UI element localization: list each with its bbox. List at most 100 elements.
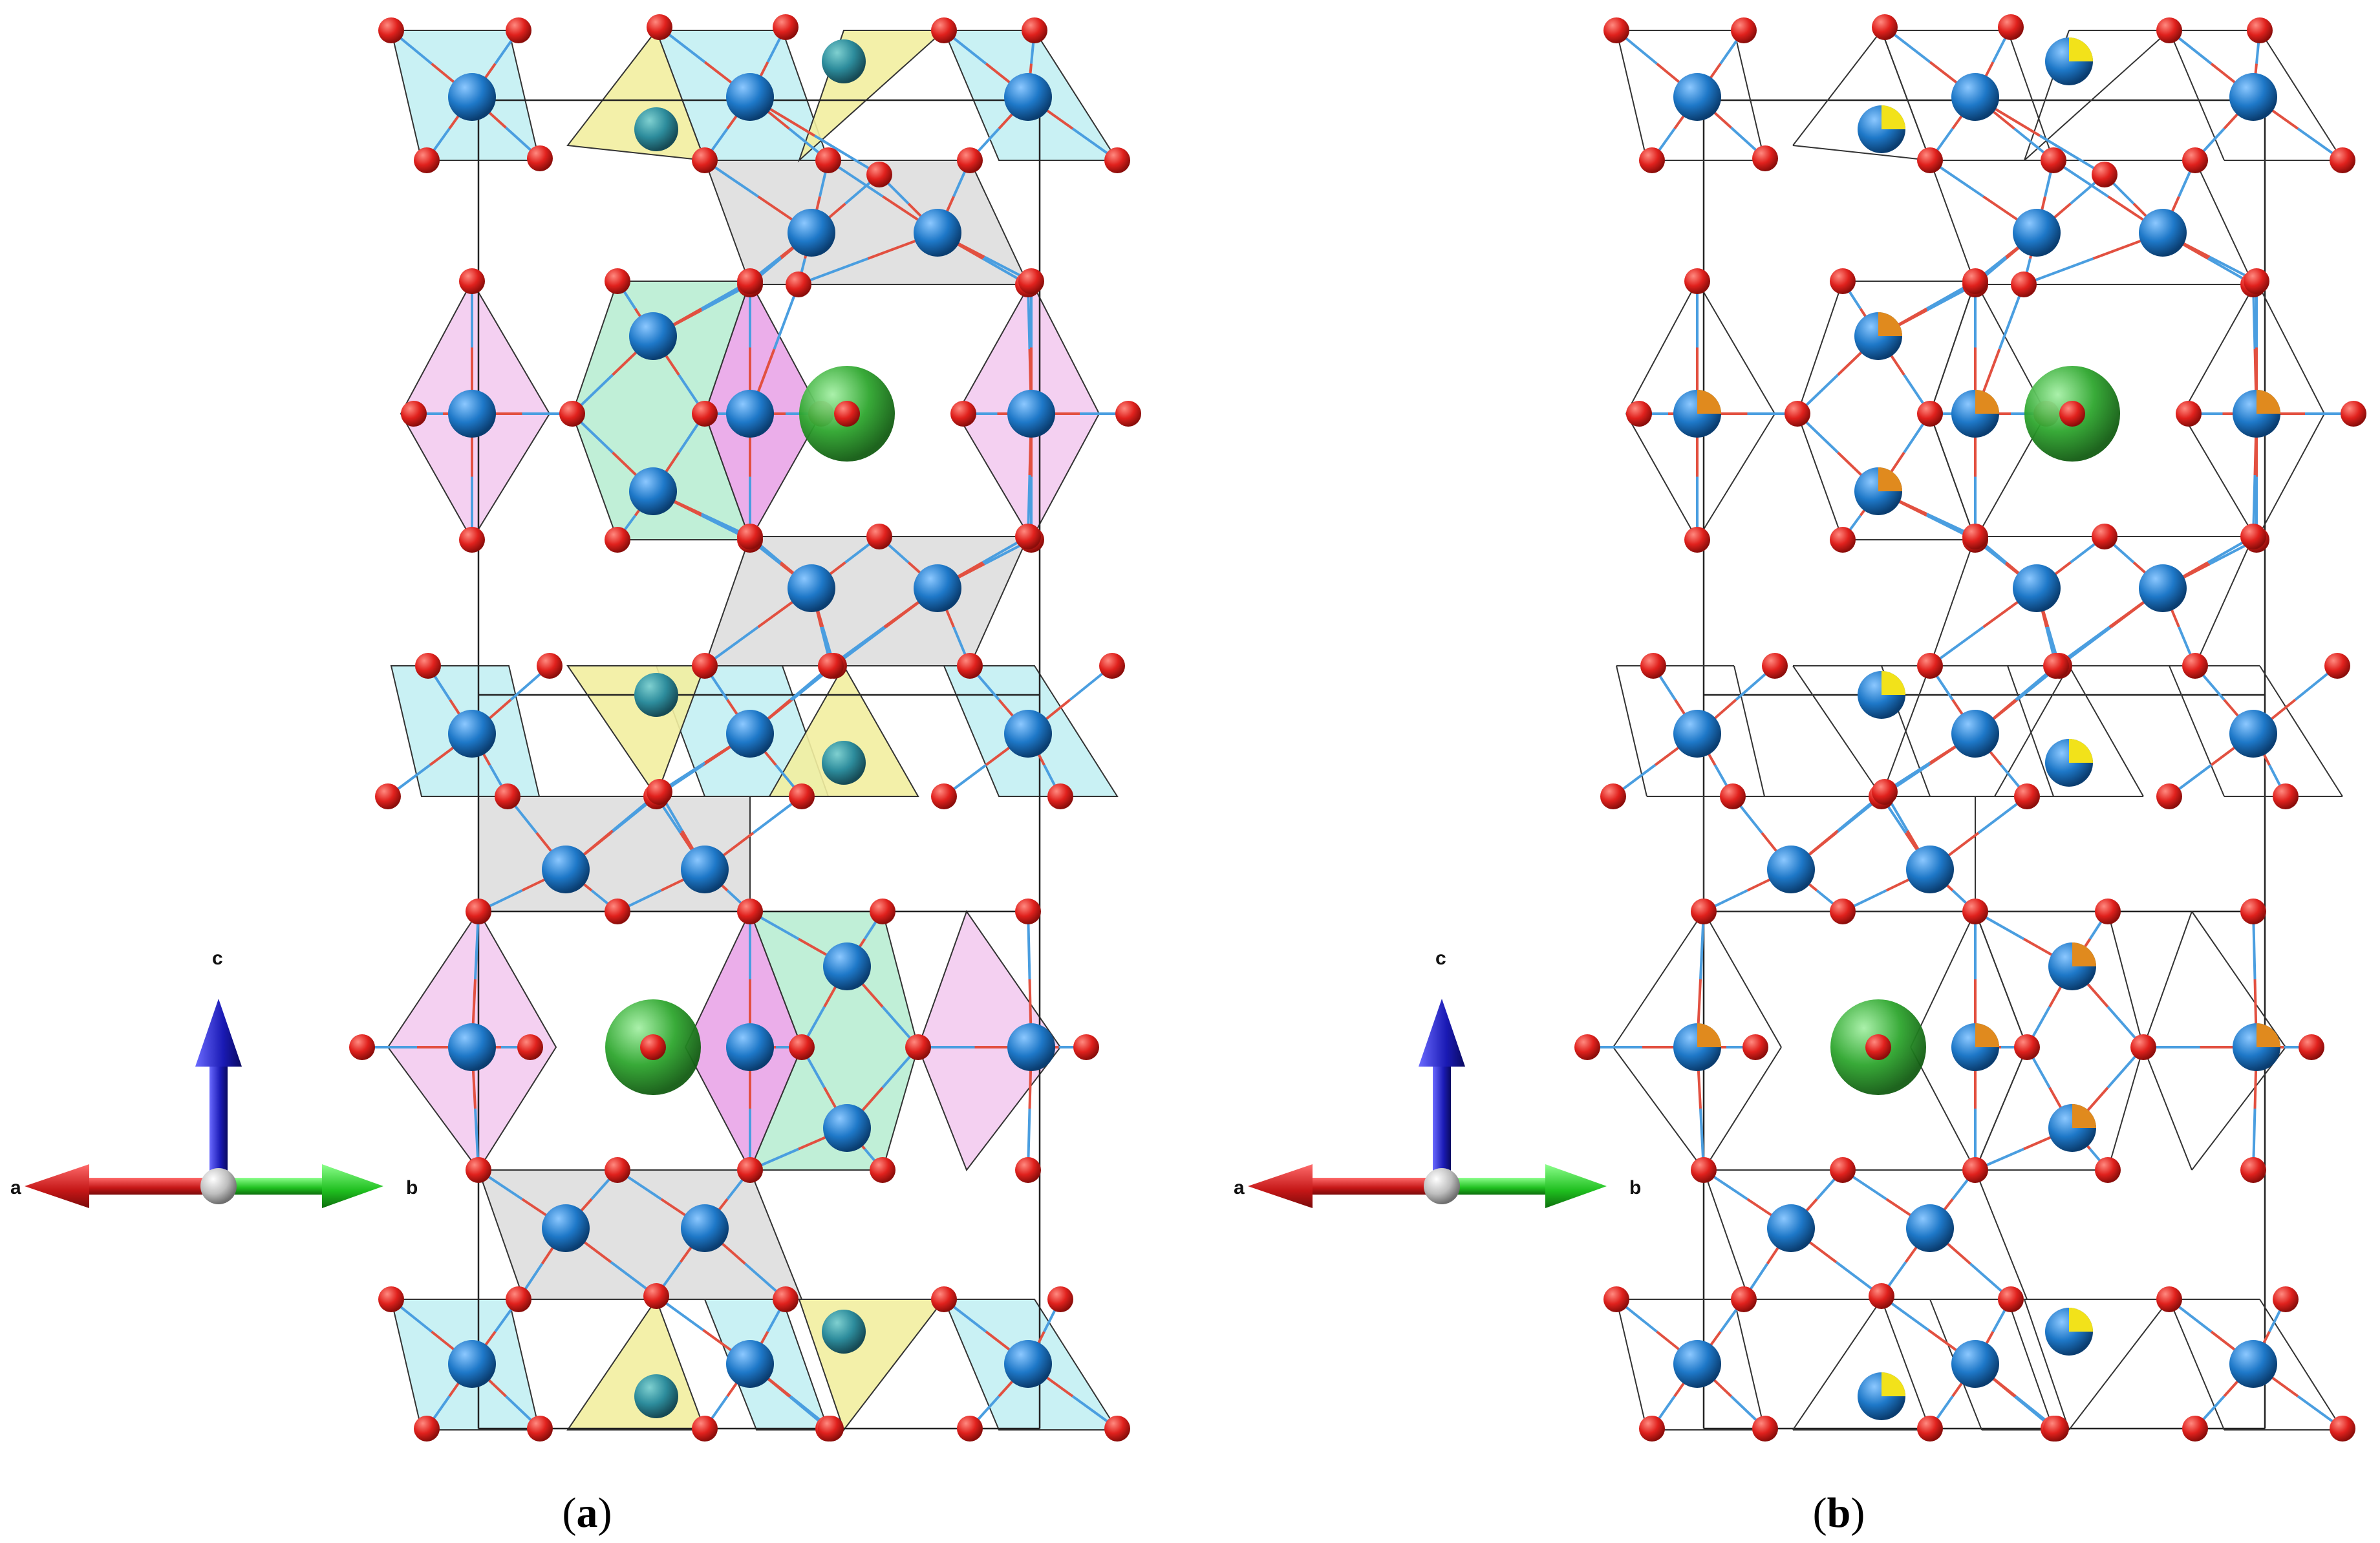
polyhedron-edge bbox=[2169, 30, 2225, 161]
oxygen-atom bbox=[1731, 17, 1757, 43]
oxygen-atom bbox=[1603, 17, 1629, 43]
tetrahedral-atom bbox=[822, 1310, 866, 1354]
oxygen-atom bbox=[2324, 653, 2350, 679]
oxygen-atom bbox=[1639, 147, 1665, 173]
b-axis-arrowhead bbox=[1545, 1164, 1607, 1208]
oxygen-atom bbox=[1762, 653, 1788, 679]
oxygen-atom bbox=[818, 1416, 844, 1442]
partial-occupancy-wedge bbox=[1881, 105, 1905, 129]
metal-atom bbox=[788, 209, 835, 257]
metal-atom bbox=[1007, 390, 1055, 438]
oxygen-atom bbox=[517, 1034, 543, 1060]
oxygen-atom bbox=[957, 653, 983, 679]
metal-atom bbox=[1906, 846, 1954, 893]
oxygen-atom bbox=[773, 14, 799, 40]
oxygen-atom bbox=[378, 1286, 404, 1312]
oxygen-atom bbox=[789, 783, 815, 809]
metal-atom bbox=[914, 564, 961, 612]
oxygen-atom bbox=[459, 527, 485, 553]
oxygen-atom bbox=[1742, 1034, 1768, 1060]
oxygen-atom bbox=[1022, 17, 1047, 43]
oxygen-atom bbox=[737, 1157, 763, 1183]
b-axis-arrow bbox=[219, 1178, 332, 1195]
oxygen-atom bbox=[1639, 1416, 1665, 1442]
metal-atom bbox=[681, 846, 729, 893]
polyhedron-edge bbox=[2169, 665, 2225, 797]
metal-atom bbox=[629, 312, 677, 360]
oxygen-atom bbox=[2240, 1157, 2266, 1183]
polyhedron-edge bbox=[2107, 1047, 2144, 1171]
partial-occupancy-wedge bbox=[1975, 1023, 1999, 1047]
oxygen-atom bbox=[2247, 17, 2273, 43]
polyhedron-edge bbox=[1697, 281, 1775, 414]
oxygen-atom bbox=[2041, 147, 2066, 173]
partial-occupancy-wedge bbox=[2257, 1023, 2280, 1047]
oxygen-atom bbox=[2014, 1034, 2040, 1060]
oxygen-atom bbox=[1872, 779, 1898, 805]
polyhedron-edge bbox=[1733, 1299, 1765, 1431]
oxygen-atom bbox=[1684, 268, 1710, 294]
oxygen-atom bbox=[459, 268, 485, 294]
oxygen-atom bbox=[2130, 1034, 2156, 1060]
oxygen-atom bbox=[1099, 653, 1125, 679]
oxygen-atom bbox=[1720, 783, 1746, 809]
polyhedron-edge bbox=[2256, 413, 2325, 540]
oxygen-atom bbox=[2240, 899, 2266, 924]
oxygen-atom bbox=[1073, 1034, 1099, 1060]
metal-atom bbox=[448, 390, 496, 438]
polyhedron-edge bbox=[1613, 911, 1704, 1048]
polyhedron-edge bbox=[1616, 665, 1647, 797]
oxygen-atom bbox=[1830, 527, 1856, 553]
oxygen-atom bbox=[605, 899, 630, 924]
oxygen-atom bbox=[692, 401, 718, 427]
partial-occupancy-wedge bbox=[2069, 37, 2093, 61]
oxygen-atom bbox=[605, 527, 630, 553]
oxygen-atom bbox=[506, 1286, 531, 1312]
oxygen-atom bbox=[957, 1416, 983, 1442]
polyhedron-edge bbox=[1994, 665, 2070, 797]
polyhedron bbox=[768, 664, 919, 797]
oxygen-atom bbox=[870, 899, 895, 924]
oxygen-atom bbox=[1962, 524, 1988, 549]
metal-atom bbox=[726, 73, 774, 121]
oxygen-atom bbox=[2240, 524, 2266, 549]
oxygen-atom bbox=[1600, 783, 1626, 809]
oxygen-atom bbox=[537, 653, 563, 679]
metal-atom bbox=[2229, 73, 2277, 121]
partial-occupancy-wedge bbox=[2072, 942, 2096, 966]
oxygen-atom bbox=[737, 524, 763, 549]
b-axis-arrowhead bbox=[322, 1164, 383, 1208]
metal-atom bbox=[542, 1204, 590, 1252]
metal-atom bbox=[1004, 73, 1052, 121]
polyhedron-edge bbox=[1797, 281, 1843, 414]
polyhedron bbox=[566, 1297, 706, 1431]
axis-label-c: c bbox=[1435, 948, 1446, 969]
metal-atom bbox=[1007, 1023, 1055, 1071]
oxygen-atom bbox=[1830, 1157, 1856, 1183]
axis-label-c: c bbox=[212, 948, 223, 969]
polyhedron-edge bbox=[2107, 911, 2144, 1048]
polyhedron-edge bbox=[1792, 145, 1931, 161]
metal-atom bbox=[1951, 73, 1999, 121]
tetrahedral-atom bbox=[822, 741, 866, 785]
oxygen-atom bbox=[1917, 147, 1943, 173]
oxygen-atom bbox=[950, 401, 976, 427]
metal-atom bbox=[823, 942, 871, 990]
oxygen-atom bbox=[2011, 271, 2037, 297]
polyhedron-edge bbox=[2256, 281, 2325, 414]
oxygen-atom bbox=[737, 268, 763, 294]
metal-atom bbox=[726, 1023, 774, 1071]
polyhedron-edge bbox=[1910, 911, 1976, 1048]
polyhedron-edge bbox=[1929, 160, 1976, 285]
oxygen-atom bbox=[2156, 17, 2182, 43]
polyhedron-edge bbox=[2024, 1299, 2070, 1431]
caption-b: (b) bbox=[1813, 1489, 1865, 1537]
oxygen-atom bbox=[2176, 401, 2202, 427]
polyhedron-edge bbox=[2024, 30, 2170, 161]
partial-occupancy-wedge bbox=[1697, 1023, 1721, 1047]
polyhedron bbox=[703, 160, 1029, 285]
polyhedron-edge bbox=[1625, 413, 1698, 540]
metal-atom bbox=[681, 1204, 729, 1252]
